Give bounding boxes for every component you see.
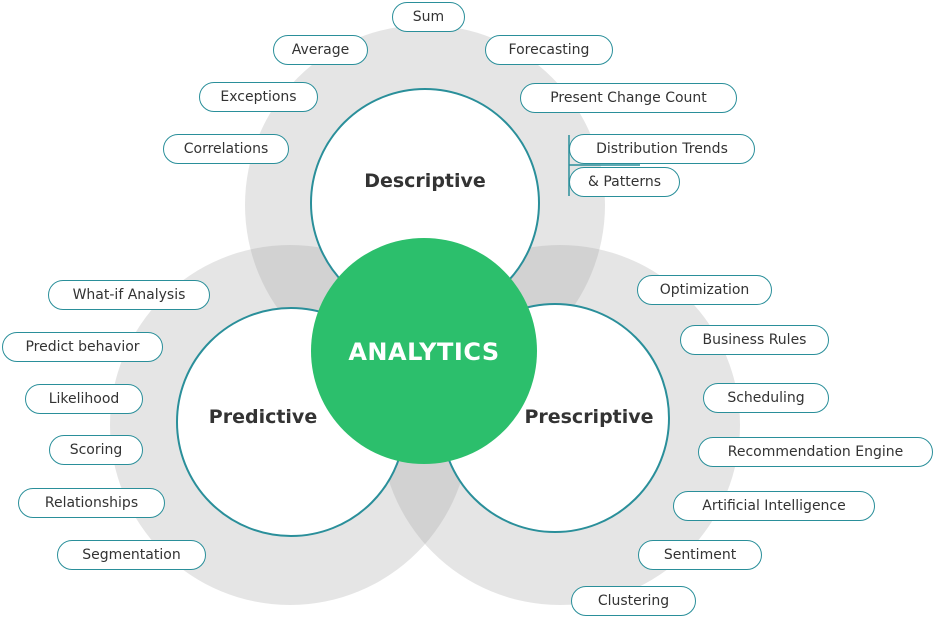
analytics-center-circle [311,238,537,464]
pill-scheduling: Scheduling [703,383,829,413]
pill-business-rules: Business Rules [680,325,829,355]
pill-exceptions: Exceptions [199,82,318,112]
pill-artificial-intelligence: Artificial Intelligence [673,491,875,521]
pill-predict-behavior: Predict behavior [2,332,163,362]
pill-likelihood: Likelihood [25,384,143,414]
pill-present-change-count: Present Change Count [520,83,737,113]
pill-distribution-trends: Distribution Trends [569,134,755,164]
pill-what-if-analysis: What-if Analysis [48,280,210,310]
pill-average: Average [273,35,368,65]
pill-optimization: Optimization [637,275,772,305]
analytics-center-label: ANALYTICS [348,338,500,366]
pill-recommendation-engine: Recommendation Engine [698,437,933,467]
pill-segmentation: Segmentation [57,540,206,570]
pill-sum: Sum [392,2,465,32]
pill-correlations: Correlations [163,134,289,164]
pill-relationships: Relationships [18,488,165,518]
prescriptive-label: Prescriptive [524,406,654,428]
pill-patterns: & Patterns [569,167,680,197]
pill-forecasting: Forecasting [485,35,613,65]
pill-scoring: Scoring [49,435,143,465]
predictive-label: Predictive [208,406,318,428]
pill-clustering: Clustering [571,586,696,616]
pill-sentiment: Sentiment [638,540,762,570]
descriptive-label: Descriptive [364,170,486,192]
